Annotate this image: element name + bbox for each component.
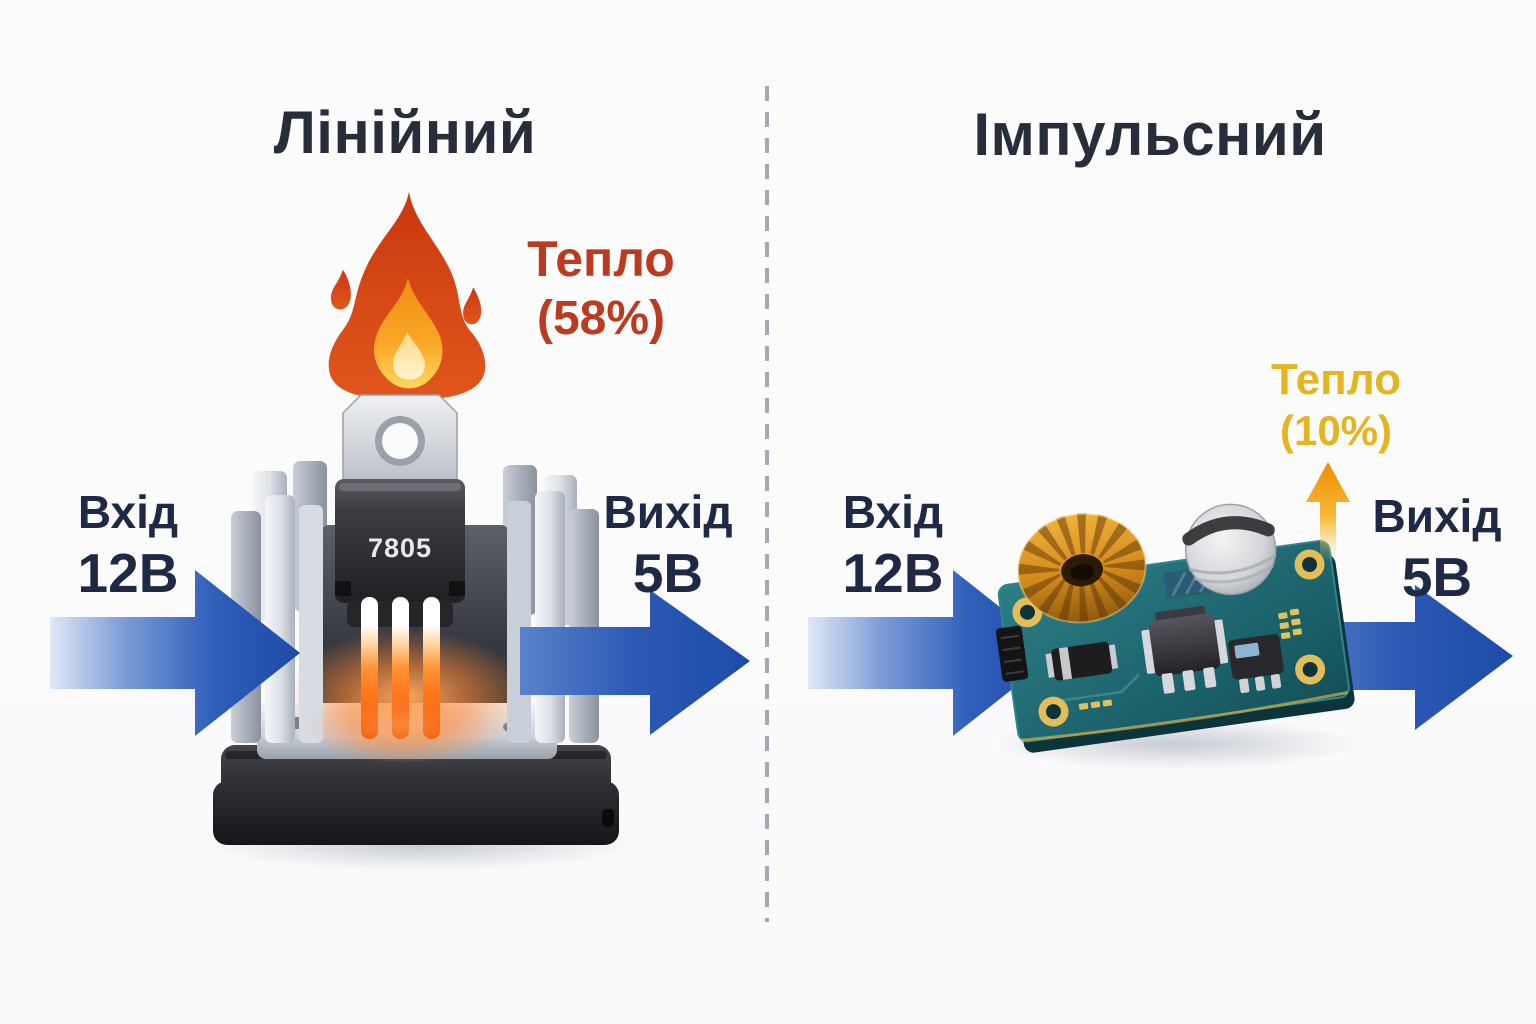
left-input-label: Вхід [77, 486, 179, 538]
right-heat-loss-callout: Тепло (10%) [1226, 354, 1446, 456]
left-input-callout: Вхід 12В [33, 486, 223, 604]
smd-diode [1045, 641, 1119, 681]
right-input-label: Вхід [842, 486, 944, 538]
solder-pads [1078, 608, 1303, 710]
mounting-holes [1012, 549, 1326, 727]
left-output-label: Вихід [603, 486, 733, 538]
linear-regulator-heatsink-illustration: 7805 [205, 394, 635, 871]
left-output-callout: Вихід 5В [573, 486, 763, 604]
panel-divider [765, 86, 769, 922]
left-panel-title: Лінійний [273, 99, 537, 166]
power-ic [1141, 605, 1229, 694]
toroid-inductor [1017, 513, 1147, 624]
left-input-arrow-icon [50, 570, 300, 736]
electrolytic-capacitor [1182, 503, 1277, 596]
right-input-callout: Вхід 12В [798, 486, 988, 604]
right-output-value: 5В [1401, 545, 1473, 608]
right-heat-value: (10%) [1279, 407, 1393, 455]
right-output-arrow-icon [1288, 585, 1513, 730]
controller-ic [1227, 634, 1284, 694]
left-heat-label: Тепло [527, 231, 675, 287]
left-output-arrow-icon [520, 590, 750, 735]
flame-icon [328, 191, 486, 401]
up-arrow-icon [1306, 462, 1350, 562]
to220-regulator: 7805 [335, 394, 465, 627]
left-input-value: 12В [77, 541, 179, 604]
switching-regulator-pcb-illustration [990, 503, 1360, 770]
right-input-value: 12В [842, 541, 944, 604]
regulator-marking: 7805 [368, 533, 432, 563]
right-output-label: Вихід [1372, 490, 1502, 542]
left-heat-loss-callout: Тепло (58%) [486, 230, 716, 347]
left-heat-value: (58%) [536, 292, 666, 345]
right-output-callout: Вихід 5В [1342, 490, 1532, 608]
right-heat-label: Тепло [1271, 355, 1401, 404]
right-input-arrow-icon [808, 570, 1058, 736]
input-connector [995, 625, 1029, 682]
right-panel-title: Імпульсний [973, 101, 1327, 168]
left-output-value: 5В [632, 541, 704, 604]
heat-glow-front [308, 687, 492, 763]
